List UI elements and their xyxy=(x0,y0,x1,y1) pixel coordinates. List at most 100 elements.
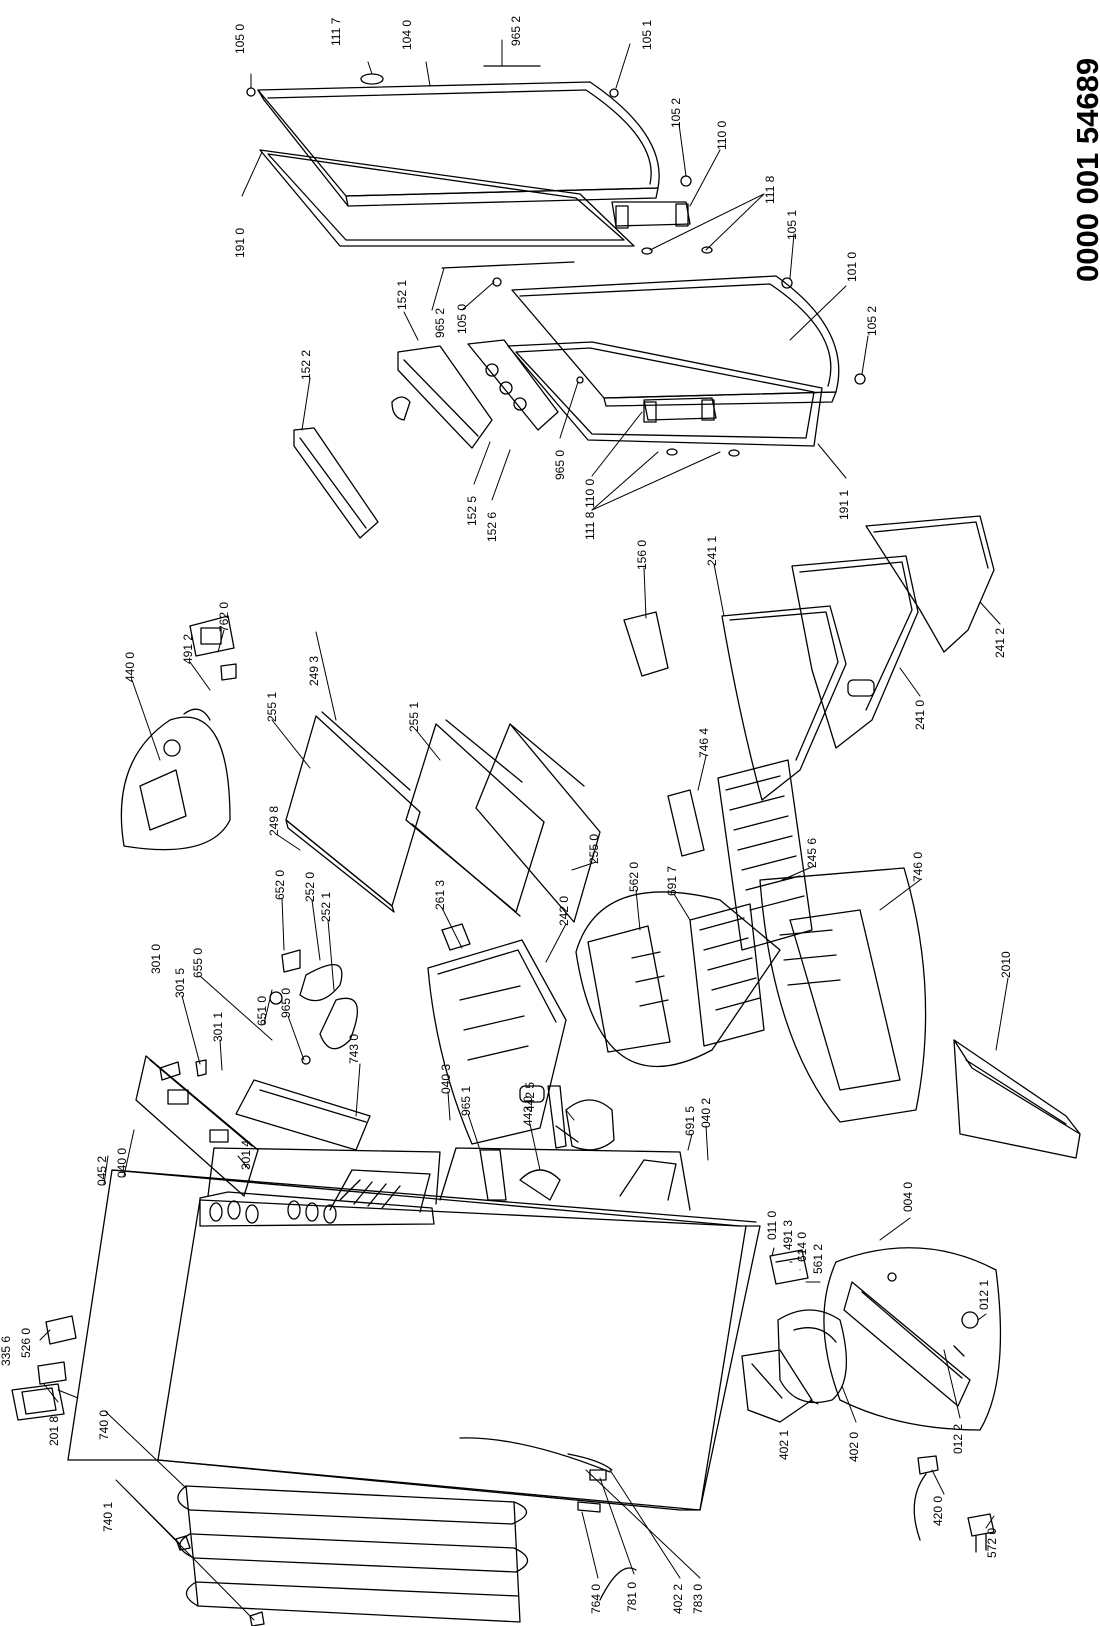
label-402-0: 402 0 xyxy=(847,1431,861,1462)
label-562-0: 562 0 xyxy=(627,861,641,892)
label-526-0: 526 0 xyxy=(19,1327,33,1358)
label-691-7: 691 7 xyxy=(665,865,679,896)
label-012-2: 012 2 xyxy=(951,1423,965,1454)
label-301-1: 301 1 xyxy=(211,1011,225,1042)
label-004-0: 004 0 xyxy=(901,1181,915,1212)
label-965-2: 965 2 xyxy=(433,307,447,338)
leader-lines xyxy=(39,39,1009,1621)
label-111-7: 111 7 xyxy=(329,17,343,46)
control-panel xyxy=(135,949,371,1197)
label-301-5: 301 5 xyxy=(173,967,187,998)
left-thermostat xyxy=(11,1315,77,1421)
bottom-small-parts xyxy=(913,1455,995,1553)
glass-shelves xyxy=(285,711,601,923)
label-245-6: 245 6 xyxy=(805,837,819,868)
label-561-2: 561 2 xyxy=(811,1243,825,1274)
label-402-1: 402 1 xyxy=(777,1429,791,1460)
label-040-2: 040 2 xyxy=(699,1097,713,1128)
label-040-3: 040 3 xyxy=(439,1063,453,1094)
label-241-0: 241 0 xyxy=(913,699,927,730)
label-255-1: 255 1 xyxy=(265,691,279,722)
label-740-0: 740 0 xyxy=(97,1409,111,1440)
label-2010: 2010 xyxy=(999,951,1013,978)
label-105-1: 105 1 xyxy=(640,19,654,50)
lower-door-parts xyxy=(441,261,866,457)
label-440-0: 440 0 xyxy=(123,651,137,682)
label-040-0: 040 0 xyxy=(115,1147,129,1178)
label-111-8: 111 8 xyxy=(763,175,777,204)
label-965-1: 965 1 xyxy=(459,1085,473,1116)
label-201-8: 201 8 xyxy=(47,1415,61,1446)
label-191-1: 191 1 xyxy=(837,489,851,520)
label-783-0: 783 0 xyxy=(691,1583,705,1614)
label-105-2: 105 2 xyxy=(669,97,683,128)
label-301-4: 301 4 xyxy=(239,1139,253,1170)
label-104-0: 104 0 xyxy=(400,19,414,50)
label-572-0: 572 0 xyxy=(985,1527,999,1558)
label-261-3: 261 3 xyxy=(433,879,447,910)
label-105-1: 105 1 xyxy=(785,209,799,240)
label-249-3: 249 3 xyxy=(307,655,321,686)
label-614-0: 614 0 xyxy=(795,1231,809,1262)
compressor-group xyxy=(741,1247,1002,1431)
label-249-8: 249 8 xyxy=(267,805,281,836)
evaporator-wire-shelf xyxy=(575,759,927,1123)
label-152-5: 152 5 xyxy=(465,495,479,526)
label-152-1: 152 1 xyxy=(395,279,409,310)
label-110-0: 110 0 xyxy=(583,478,597,508)
label-651-0: 651 0 xyxy=(255,995,269,1026)
label-965-0: 965 0 xyxy=(279,987,293,1018)
label-743-0: 743 0 xyxy=(347,1033,361,1064)
label-965-2: 965 2 xyxy=(509,15,523,46)
crisper-drawers xyxy=(623,515,995,801)
thermostat-group xyxy=(120,615,237,851)
label-762-0: 762 0 xyxy=(217,601,231,632)
label-101-0: 101 0 xyxy=(845,251,859,282)
label-255-0: 255 0 xyxy=(587,833,601,864)
label-740-1: 740 1 xyxy=(101,1501,115,1532)
label-335-6: 335 6 xyxy=(0,1335,13,1366)
label-111-8: 111 8 xyxy=(583,511,597,540)
document-number: 0000 001 54689 xyxy=(1070,57,1100,282)
label-105-2: 105 2 xyxy=(865,305,879,336)
label-110-0: 110 0 xyxy=(715,120,729,150)
label-242-0: 242 0 xyxy=(557,895,571,926)
rear-cover xyxy=(953,1039,1081,1159)
label-012-1: 012 1 xyxy=(977,1279,991,1310)
label-011-0: 011 0 xyxy=(765,1210,779,1240)
label-255-1: 255 1 xyxy=(407,701,421,732)
label-105-0: 105 0 xyxy=(455,303,469,334)
door-shelves xyxy=(293,339,559,539)
label-691-5: 691 5 xyxy=(683,1105,697,1136)
label-241-2: 241 2 xyxy=(993,627,1007,658)
condenser xyxy=(175,1485,637,1626)
label-746-4: 746 4 xyxy=(697,727,711,758)
upper-door-parts xyxy=(246,65,713,255)
label-491-2: 491 2 xyxy=(181,633,195,664)
label-420-0: 420 0 xyxy=(931,1495,945,1526)
label-045-2: 045 2 xyxy=(95,1155,109,1186)
label-965-0: 965 0 xyxy=(553,449,567,480)
label-443-0: 443 0 xyxy=(521,1095,535,1126)
label-655-0: 655 0 xyxy=(191,947,205,978)
label-152-6: 152 6 xyxy=(485,511,499,542)
label-746-0: 746 0 xyxy=(911,851,925,882)
label-402-2: 402 2 xyxy=(671,1583,685,1614)
label-764-0: 764 0 xyxy=(589,1583,603,1614)
tubes xyxy=(459,1437,613,1513)
cabinet-body xyxy=(67,1147,761,1511)
label-252-1: 252 1 xyxy=(319,891,333,922)
label-241-1: 241 1 xyxy=(705,535,719,566)
lower-crisper xyxy=(427,923,567,1149)
label-156-0: 156 0 xyxy=(635,539,649,570)
fan-motor xyxy=(555,1099,615,1151)
label-152-2: 152 2 xyxy=(299,349,313,380)
label-652-0: 652 0 xyxy=(273,869,287,900)
label-301-0: 301 0 xyxy=(149,943,163,974)
label-781-0: 781 0 xyxy=(625,1581,639,1612)
label-191-0: 191 0 xyxy=(233,227,247,258)
label-105-0: 105 0 xyxy=(233,23,247,54)
label-252-0: 252 0 xyxy=(303,871,317,902)
